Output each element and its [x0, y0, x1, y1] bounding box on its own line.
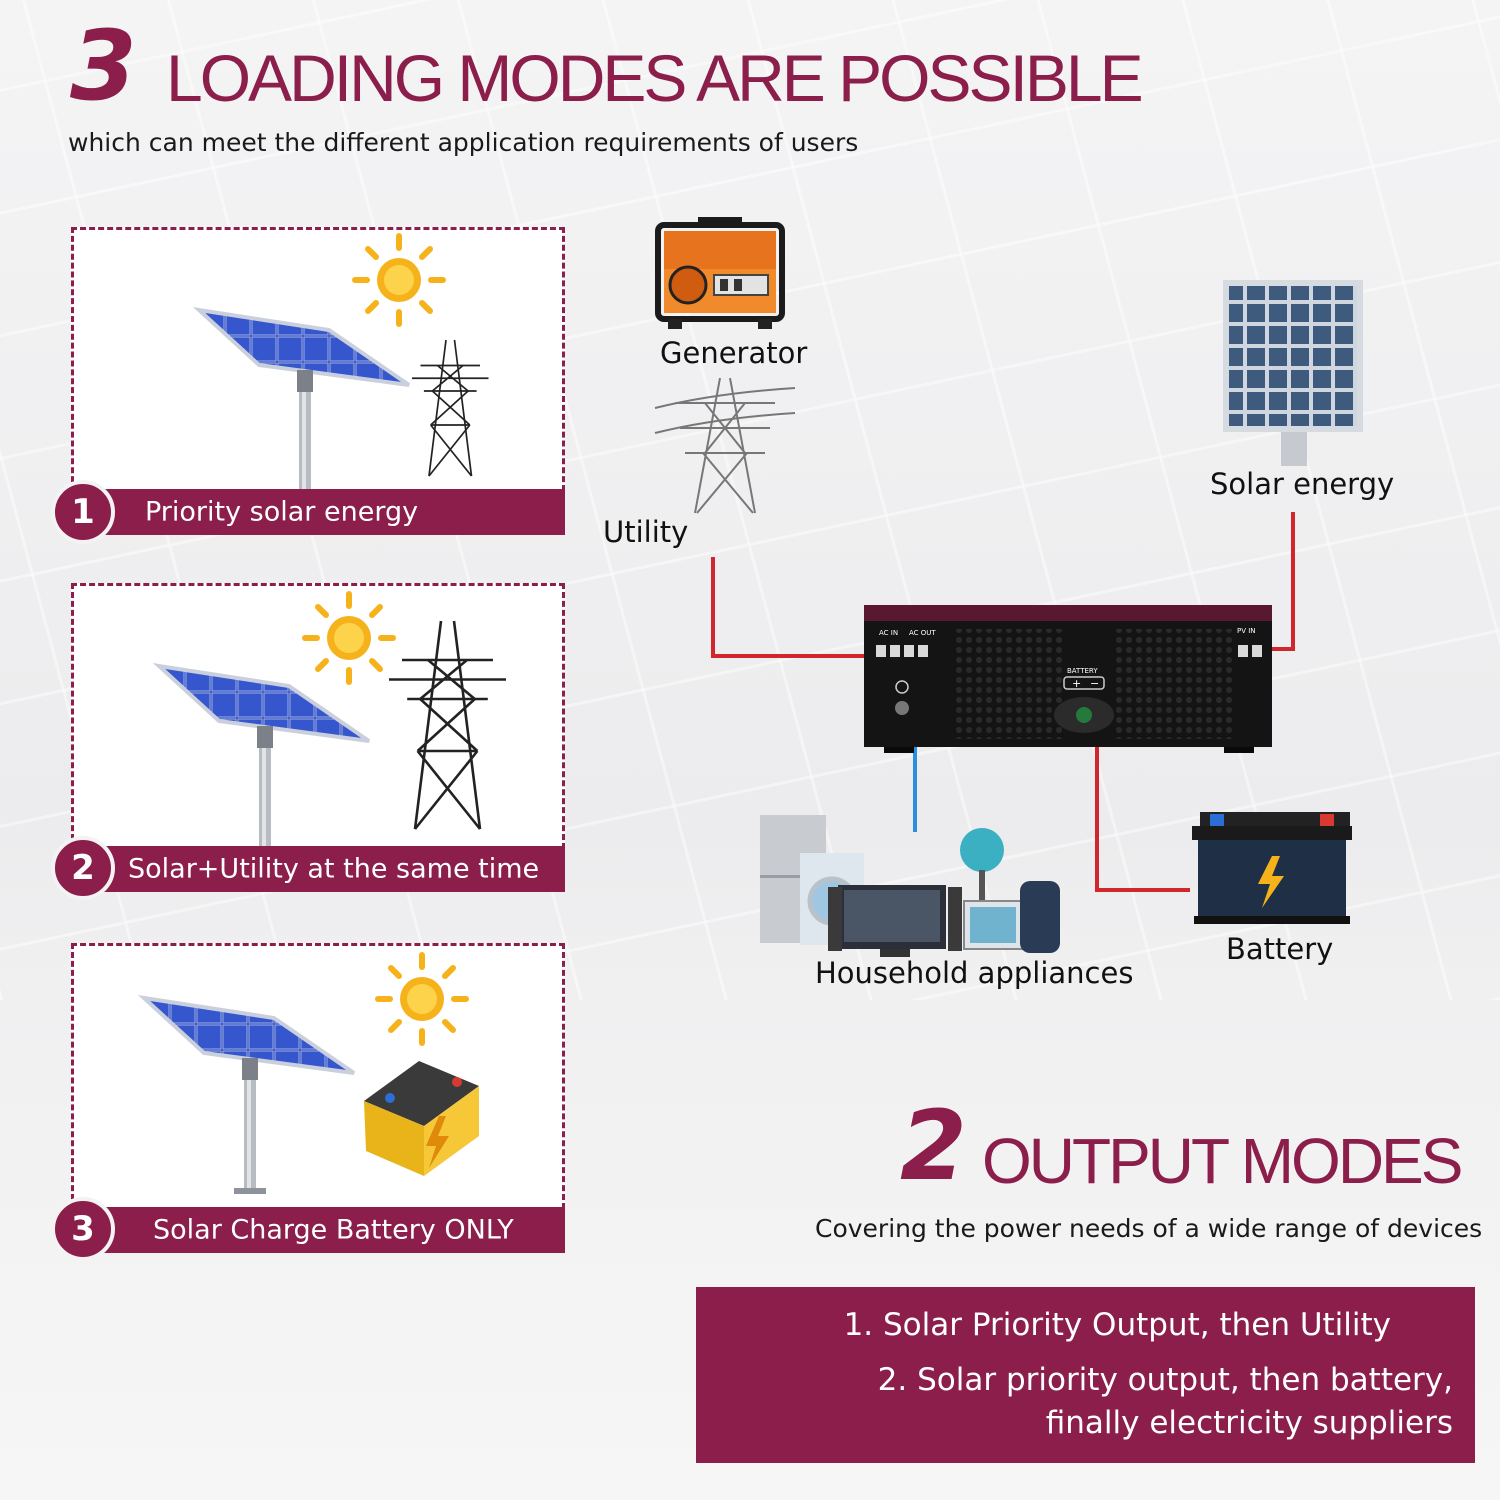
output-mode-2: 2. Solar priority output, then battery, — [877, 1362, 1453, 1398]
loading-mode-label-1: Priority solar energy — [145, 496, 419, 528]
generator-label: Generator — [660, 336, 808, 370]
ac-in-label: AC IN — [879, 629, 898, 637]
system-diagram: AC IN AC OUT PV IN BATTERY + − — [654, 217, 1363, 957]
minus-terminal: − — [1090, 677, 1099, 690]
battery-label: Battery — [1226, 932, 1334, 966]
utility-wire — [711, 557, 878, 658]
loading-mode-badge-3: 3 — [51, 1197, 115, 1261]
loading-mode-card-1 — [71, 227, 565, 508]
generator-icon — [655, 217, 785, 329]
loading-mode-badge-2: 2 — [51, 836, 115, 900]
solar-battery-illustration — [142, 946, 479, 1196]
solar-utility-illustration — [157, 586, 508, 864]
inverter-icon: AC IN AC OUT PV IN BATTERY + − — [864, 605, 1272, 753]
output-modes-subtitle: Covering the power needs of a wide range… — [815, 1214, 1483, 1243]
output-modes-box: 1. Solar Priority Output, then Utility 2… — [696, 1287, 1475, 1463]
loading-modes-title: LOADING MODES ARE POSSIBLE — [166, 41, 1144, 115]
utility-tower-icon — [654, 377, 796, 514]
loading-mode-bar-3: Solar Charge Battery ONLY — [71, 1207, 565, 1253]
pv-in-label: PV IN — [1237, 627, 1256, 635]
loading-mode-card-2 — [71, 583, 565, 864]
battery-icon — [1192, 812, 1352, 924]
loading-mode-bar-2: Solar+Utility at the same time — [71, 846, 565, 892]
loading-mode-card-3 — [71, 943, 565, 1209]
output-mode-1: 1. Solar Priority Output, then Utility — [843, 1307, 1391, 1343]
plus-terminal: + — [1072, 677, 1081, 690]
battery-wire — [1095, 712, 1190, 892]
output-modes-number: 2 — [900, 1090, 967, 1202]
battery-terminal-label: BATTERY — [1067, 667, 1098, 675]
solar-energy-label: Solar energy — [1210, 467, 1395, 501]
ac-out-label: AC OUT — [909, 629, 936, 637]
loading-modes-number: 3 — [70, 10, 137, 122]
loading-mode-label-2: Solar+Utility at the same time — [128, 853, 540, 885]
output-mode-2-cont: finally electricity suppliers — [1045, 1405, 1453, 1441]
utility-label: Utility — [603, 515, 689, 549]
loading-mode-badge-1: 1 — [51, 480, 115, 544]
loading-mode-bar-1: Priority solar energy — [71, 489, 565, 535]
household-appliances-icon — [760, 815, 1060, 957]
output-modes-title: OUTPUT MODES — [982, 1125, 1463, 1197]
loading-mode-label-3: Solar Charge Battery ONLY — [153, 1214, 514, 1246]
battery-icon-small — [364, 1061, 479, 1176]
solar-panel-icon — [1223, 280, 1363, 466]
solar-tower-illustration — [197, 230, 490, 508]
loading-modes-subtitle: which can meet the different application… — [68, 128, 859, 157]
household-appliances-label: Household appliances — [815, 956, 1134, 990]
